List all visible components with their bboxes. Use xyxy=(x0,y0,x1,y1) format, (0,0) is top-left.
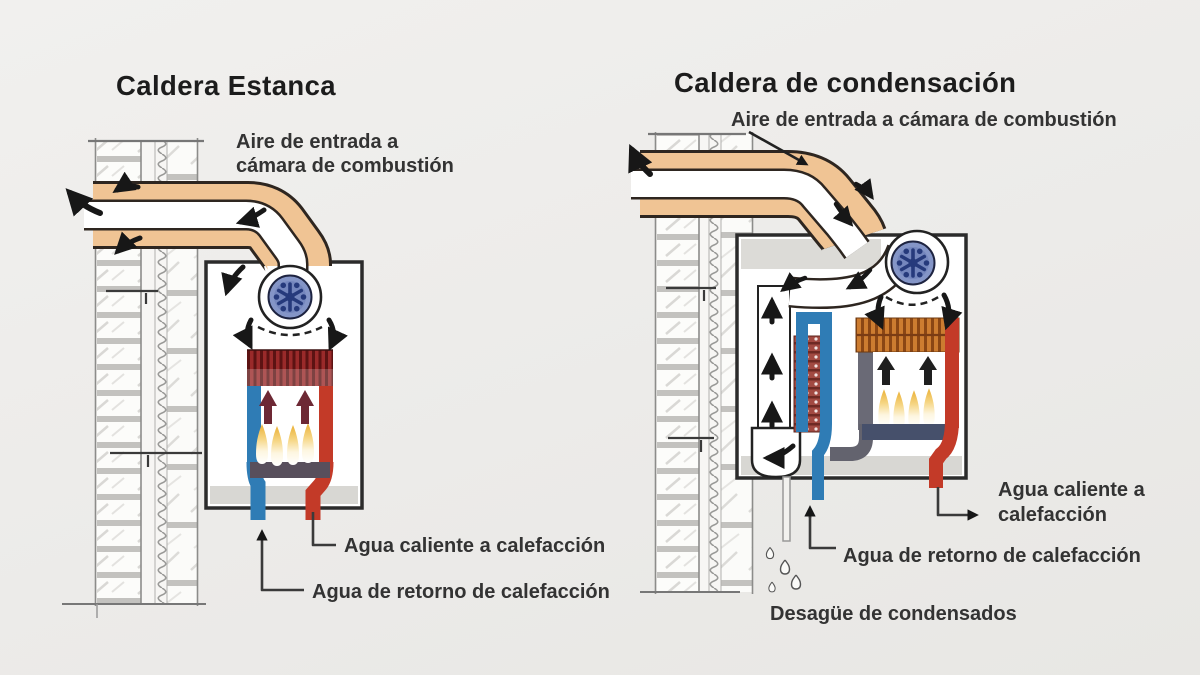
left-flow-arrows xyxy=(65,171,348,351)
right-hot-water-label-line1: Agua caliente a xyxy=(998,479,1146,501)
right-flow-arrows xyxy=(628,144,963,469)
right-return-water-label: Agua de retorno de calefacción xyxy=(843,545,1141,567)
right-return-pipe xyxy=(796,312,832,500)
right-burner-arrows xyxy=(877,356,937,385)
right-title: Caldera de condensación xyxy=(674,67,1016,98)
right-burner-bar xyxy=(862,424,945,440)
right-drain-pipe xyxy=(782,476,791,542)
left-air-label-line2: cámara de combustión xyxy=(236,155,454,177)
right-condensate-droplets-icon xyxy=(765,546,802,593)
left-diagram: Caldera Estanca Aire de entrada a cámara… xyxy=(62,70,610,618)
left-return-water-label: Agua de retorno de calefacción xyxy=(312,581,610,603)
left-heat-exchanger xyxy=(247,349,333,386)
right-fan-icon xyxy=(884,229,950,295)
left-air-label-line1: Aire de entrada a xyxy=(236,131,399,153)
wall-tie-marks xyxy=(106,289,202,467)
right-chamber-red-wall xyxy=(945,318,959,428)
right-diagram: Caldera de condensación Aire de entrada … xyxy=(628,67,1146,625)
right-hot-water-label-line2: calefacción xyxy=(998,504,1107,526)
right-air-label: Aire de entrada a cámara de combustión xyxy=(731,109,1117,131)
left-title: Caldera Estanca xyxy=(116,70,336,101)
left-burner-bar xyxy=(250,462,330,478)
left-fan-icon xyxy=(257,264,323,330)
left-hot-water-label: Agua caliente a calefacción xyxy=(344,535,605,557)
wall-tie-marks xyxy=(666,286,716,452)
right-air-leader-arrow xyxy=(748,130,809,166)
right-condensate-trap xyxy=(750,426,802,479)
left-burner-arrows xyxy=(259,390,314,424)
right-heat-exchanger xyxy=(855,317,960,353)
right-duct xyxy=(631,150,887,260)
right-condensate-label: Desagüe de condensados xyxy=(770,603,1017,625)
right-hot-pipe xyxy=(929,419,959,488)
left-chamber-red-wall xyxy=(319,386,333,470)
left-fan-dashed-arc xyxy=(257,325,323,337)
right-leader-lines xyxy=(804,487,979,550)
left-leader-lines xyxy=(256,512,336,592)
right-fan-dashed-arc xyxy=(885,294,941,306)
